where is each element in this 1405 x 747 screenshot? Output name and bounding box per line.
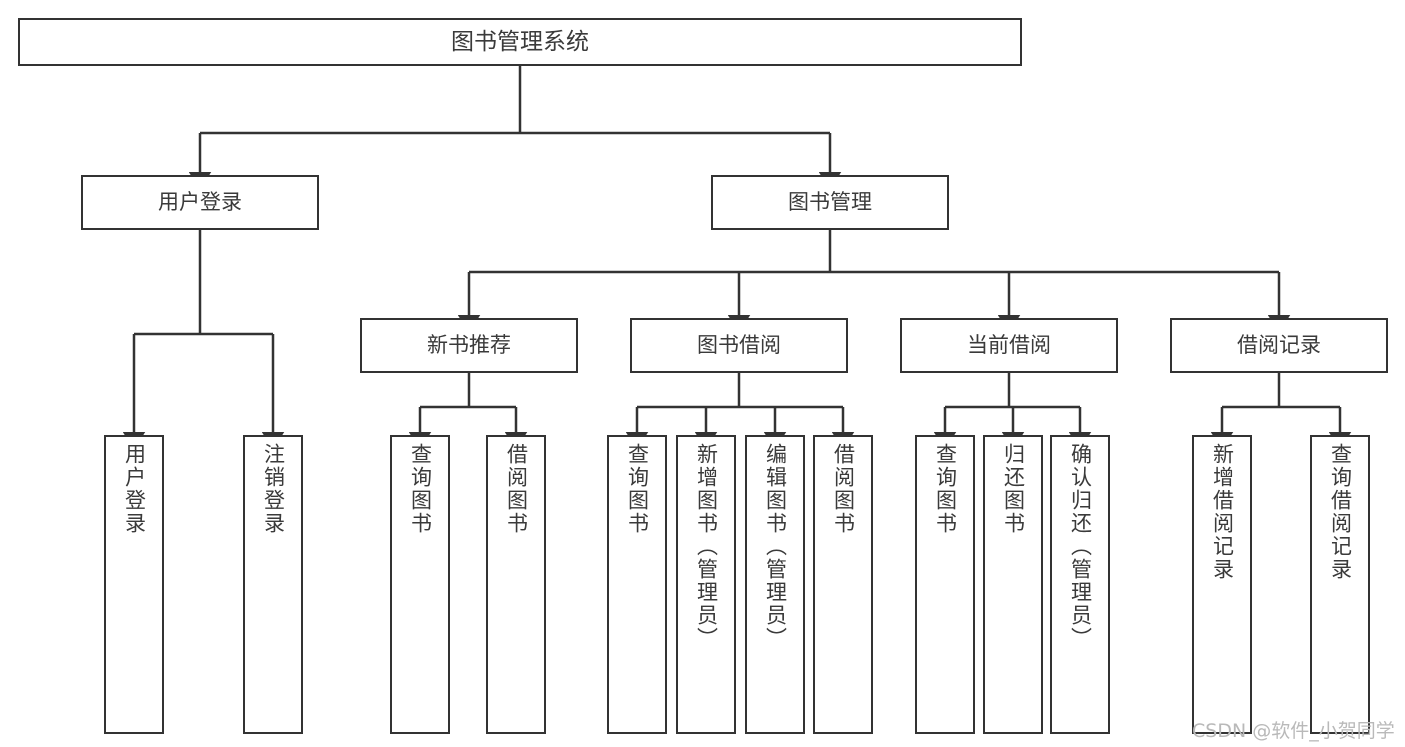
node-leaf-borrow-query[interactable]: 查询图书 [607, 435, 667, 734]
node-user-login[interactable]: 用户登录 [81, 175, 319, 230]
watermark: CSDN @软件_小贺同学 [1192, 720, 1395, 742]
node-leaf-user-logout[interactable]: 注销登录 [243, 435, 303, 734]
node-label-leaf-rec-query: 查询图书 [408, 443, 433, 535]
node-label-borrow-record: 借阅记录 [1237, 333, 1321, 358]
node-label-book-borrow: 图书借阅 [697, 333, 781, 358]
node-label-leaf-cur-query: 查询图书 [933, 443, 958, 535]
node-label-leaf-cur-confirm: 确认归还（管理员） [1068, 443, 1093, 650]
node-leaf-borrow-lend[interactable]: 借阅图书 [813, 435, 873, 734]
node-label-book-manage: 图书管理 [788, 190, 872, 215]
node-label-root: 图书管理系统 [451, 28, 589, 55]
node-label-leaf-borrow-lend: 借阅图书 [831, 443, 856, 535]
node-leaf-rec-query[interactable]: 查询图书 [390, 435, 450, 734]
node-leaf-borrow-add[interactable]: 新增图书（管理员） [676, 435, 736, 734]
node-leaf-borrow-edit[interactable]: 编辑图书（管理员） [745, 435, 805, 734]
node-current-borrow[interactable]: 当前借阅 [900, 318, 1118, 373]
node-label-user-login: 用户登录 [158, 190, 242, 215]
node-label-leaf-cur-return: 归还图书 [1001, 443, 1026, 535]
node-leaf-rec-borrow[interactable]: 借阅图书 [486, 435, 546, 734]
node-leaf-rec-search[interactable]: 查询借阅记录 [1310, 435, 1370, 734]
node-label-leaf-rec-borrow: 借阅图书 [504, 443, 529, 535]
node-leaf-cur-query[interactable]: 查询图书 [915, 435, 975, 734]
node-label-leaf-rec-search: 查询借阅记录 [1328, 443, 1353, 581]
node-leaf-user-login[interactable]: 用户登录 [104, 435, 164, 734]
node-leaf-cur-return[interactable]: 归还图书 [983, 435, 1043, 734]
node-label-leaf-borrow-edit: 编辑图书（管理员） [763, 443, 788, 650]
node-label-leaf-borrow-query: 查询图书 [625, 443, 650, 535]
node-root[interactable]: 图书管理系统 [18, 18, 1022, 66]
node-leaf-cur-confirm[interactable]: 确认归还（管理员） [1050, 435, 1110, 734]
node-borrow-record[interactable]: 借阅记录 [1170, 318, 1388, 373]
node-new-book-rec[interactable]: 新书推荐 [360, 318, 578, 373]
node-label-new-book-rec: 新书推荐 [427, 333, 511, 358]
node-label-leaf-user-login: 用户登录 [122, 443, 147, 535]
node-label-leaf-rec-add: 新增借阅记录 [1210, 443, 1235, 581]
node-book-borrow[interactable]: 图书借阅 [630, 318, 848, 373]
node-label-current-borrow: 当前借阅 [967, 333, 1051, 358]
node-leaf-rec-add[interactable]: 新增借阅记录 [1192, 435, 1252, 734]
node-label-leaf-user-logout: 注销登录 [261, 443, 286, 535]
node-book-manage[interactable]: 图书管理 [711, 175, 949, 230]
node-label-leaf-borrow-add: 新增图书（管理员） [694, 443, 719, 650]
